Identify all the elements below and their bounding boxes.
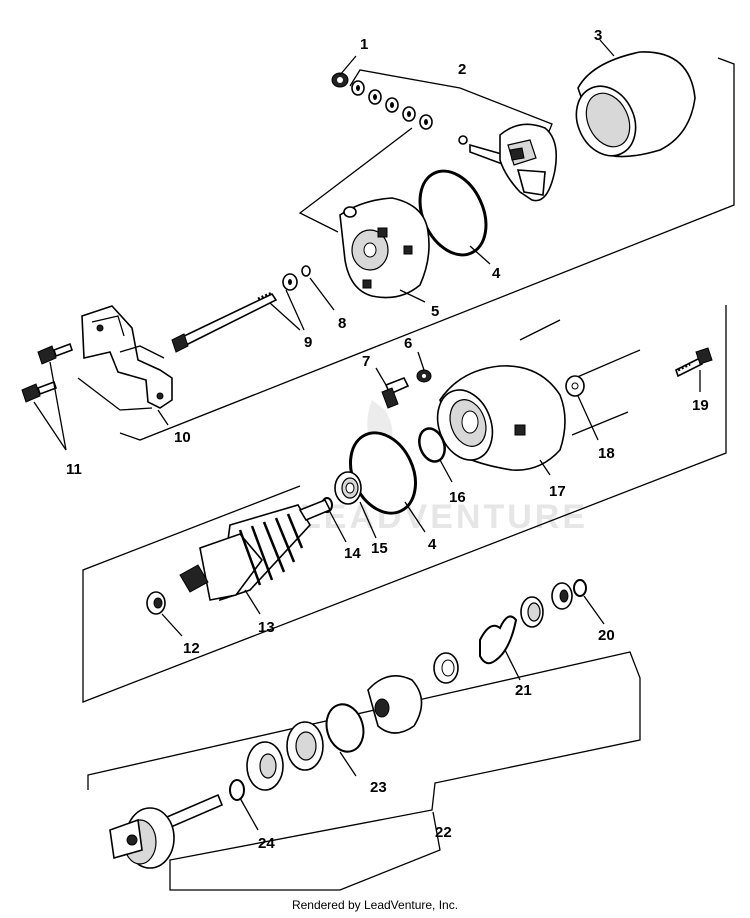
part-2-brush-holder: [458, 123, 558, 202]
callout-23: 23: [370, 779, 387, 796]
callout-16: 16: [449, 489, 466, 506]
part-18-washer: [565, 375, 599, 441]
callout-20: 20: [598, 627, 615, 644]
callout-17: 17: [549, 483, 566, 500]
part-15-bearing: [334, 471, 377, 539]
callout-12: 12: [183, 640, 200, 657]
callout-10: 10: [174, 429, 191, 446]
part-12-bushing: [146, 591, 183, 637]
part-16-oring: [418, 427, 453, 483]
callout-1: 1: [360, 36, 368, 53]
callout-11: 11: [66, 461, 82, 478]
part-17-drive-housing: [436, 365, 566, 476]
callout-3: 3: [594, 27, 602, 44]
part-22-pinion-assembly: [109, 674, 423, 869]
part-6-nut: [416, 351, 432, 383]
callout-9: 9: [304, 334, 312, 351]
part-3-yoke: [575, 39, 696, 158]
callout-21: 21: [515, 682, 532, 699]
callout-labels: 1 2 3 4 5 6 7 8 9 10 11 12 13 14 15 4 16…: [66, 27, 709, 852]
group-frames: [77, 57, 735, 891]
callout-4-lower: 4: [428, 536, 437, 553]
part-7-bolt: [375, 367, 410, 409]
callout-5: 5: [431, 303, 439, 320]
part-21-spring-assembly: [433, 596, 544, 684]
callout-15: 15: [371, 540, 388, 557]
callout-7: 7: [362, 353, 370, 370]
footer-credit: Rendered by LeadVenture, Inc.: [291, 898, 459, 912]
part-10-bracket: [81, 305, 173, 426]
callout-22: 22: [435, 824, 452, 841]
part-5-end-cover: [339, 197, 430, 303]
part-13-armature: [179, 498, 332, 615]
part-19-bolt: [675, 347, 713, 392]
part-8-washer: [301, 265, 335, 311]
callout-18: 18: [598, 445, 615, 462]
callout-13: 13: [258, 619, 275, 636]
part-2-washers: [351, 80, 433, 130]
callout-19: 19: [692, 397, 709, 414]
part-9-through-bolt: [171, 273, 298, 353]
part-11-bolts: [21, 342, 74, 451]
callout-8: 8: [338, 315, 346, 332]
part-20-ring: [551, 579, 605, 625]
callout-24: 24: [258, 835, 275, 852]
callout-14: 14: [344, 545, 361, 562]
callout-2: 2: [458, 61, 466, 78]
part-1-nut: [331, 55, 357, 88]
callout-6: 6: [404, 335, 412, 352]
callout-4-upper: 4: [492, 265, 501, 282]
